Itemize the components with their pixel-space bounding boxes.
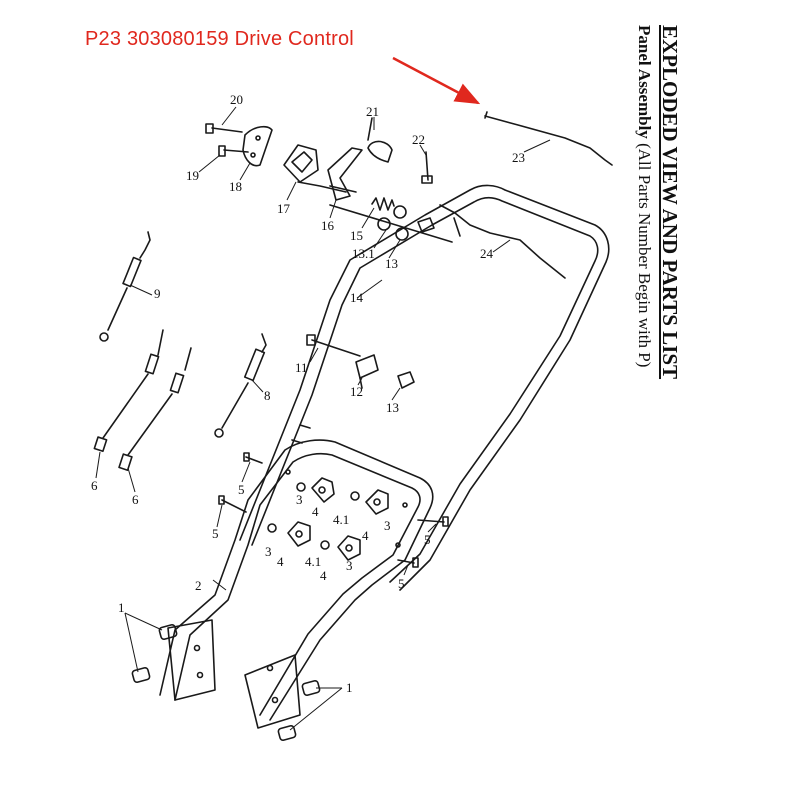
bolt-1-right	[277, 680, 321, 741]
bolt-20	[205, 123, 243, 134]
washers-4	[267, 482, 360, 550]
label-22: 22	[412, 132, 425, 147]
knob-upper-right	[365, 489, 389, 515]
label-23: 23	[512, 150, 525, 165]
cam-21	[367, 117, 393, 163]
callout-arrow	[392, 56, 481, 105]
label-1-left: 1	[118, 600, 125, 615]
label-4-b: 4	[362, 528, 369, 543]
label-6-left: 6	[91, 478, 98, 493]
cable-9	[99, 231, 151, 342]
lever-18	[242, 125, 273, 167]
label-5-c: 5	[424, 532, 431, 547]
washers-13	[329, 204, 453, 243]
label-3-a: 3	[296, 492, 303, 507]
bail-24	[439, 204, 566, 279]
label-14: 14	[350, 290, 364, 305]
knob-upper-left	[311, 477, 335, 503]
label-4-1-b: 4.1	[305, 554, 321, 569]
label-4-1-a: 4.1	[333, 512, 349, 527]
label-21: 21	[366, 104, 379, 119]
label-4-d: 4	[320, 568, 327, 583]
label-18: 18	[229, 179, 242, 194]
label-5-b: 5	[212, 526, 219, 541]
upper-handle	[239, 184, 610, 591]
label-24: 24	[480, 246, 494, 261]
label-16: 16	[321, 218, 335, 233]
label-13-lower: 13	[386, 400, 399, 415]
bolt-1-left	[131, 624, 178, 683]
bolt-11	[306, 334, 361, 357]
nut-13-lower	[397, 371, 415, 389]
label-11: 11	[295, 360, 308, 375]
label-12: 12	[350, 384, 363, 399]
label-3-b: 3	[384, 518, 391, 533]
callout-drive-control: P23 303080159 Drive Control	[85, 28, 354, 50]
block-12	[355, 354, 379, 389]
label-19: 19	[186, 168, 199, 183]
cable-6-left	[93, 329, 164, 453]
bolt-19	[218, 145, 249, 157]
label-3-c: 3	[265, 544, 272, 559]
lower-handle	[159, 439, 434, 729]
label-9: 9	[154, 286, 161, 301]
label-2: 2	[195, 578, 202, 593]
cable-6-right	[118, 347, 192, 472]
part-labels: 20 21 22 19 18 17 16 15 13.1 13 23 24 14…	[91, 92, 525, 695]
drive-control-rod-23	[484, 111, 613, 166]
label-4-a: 4	[312, 504, 319, 519]
label-1-right: 1	[346, 680, 353, 695]
label-8: 8	[264, 388, 271, 403]
leader-lines	[95, 106, 551, 731]
label-3-d: 3	[346, 558, 353, 573]
bolt-22	[421, 151, 433, 184]
spring-15	[371, 197, 395, 211]
label-5-a: 5	[238, 482, 245, 497]
label-17: 17	[277, 201, 291, 216]
label-4-c: 4	[277, 554, 284, 569]
bolts-5	[218, 452, 449, 568]
trigger-17	[283, 144, 347, 193]
label-6-right: 6	[132, 492, 139, 507]
knob-lower-right	[337, 535, 361, 561]
label-5-d: 5	[398, 576, 405, 591]
label-13-1: 13.1	[352, 246, 375, 261]
label-13-top: 13	[385, 256, 398, 271]
label-15: 15	[350, 228, 363, 243]
knob-lower-left	[287, 521, 311, 547]
label-20: 20	[230, 92, 243, 107]
cable-8	[214, 333, 267, 438]
